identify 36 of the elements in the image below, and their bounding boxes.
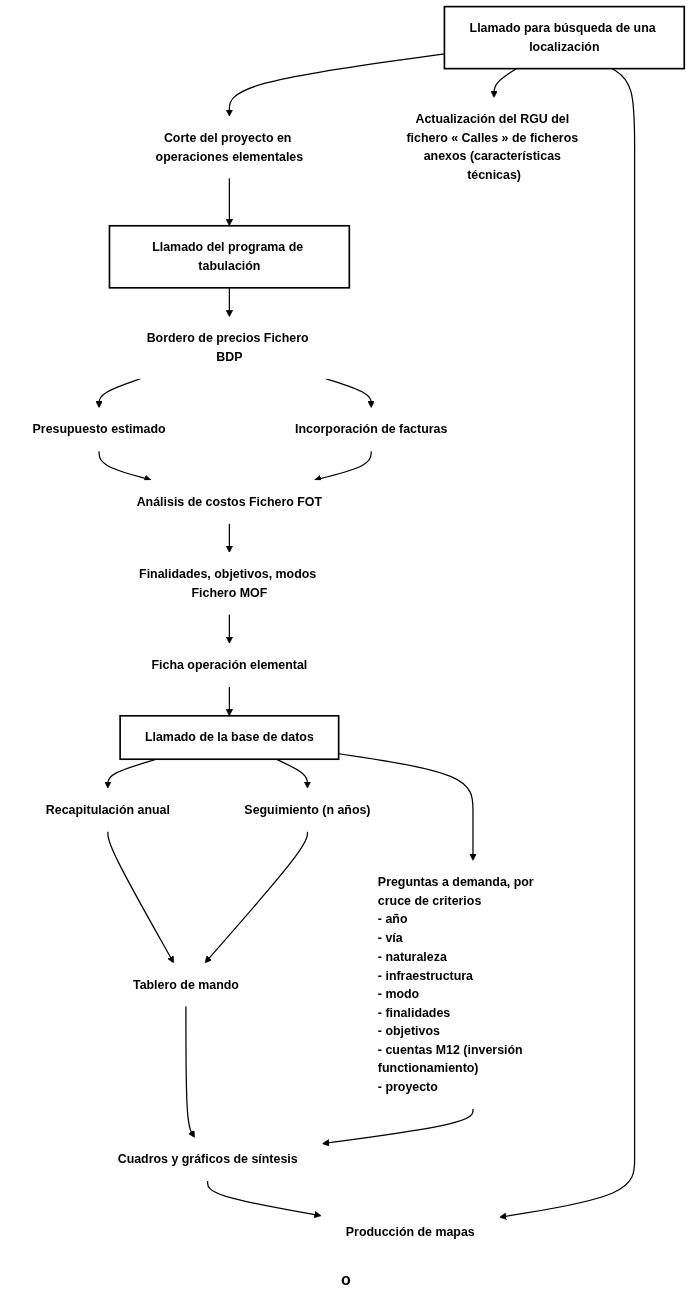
node-text: Ficha operación elemental (151, 657, 308, 672)
arrow (207, 1180, 322, 1219)
node-box: Llamado del programa de tabulación (108, 224, 351, 289)
node-text: Preguntas a demanda, por cruce de criterios - año - vía - naturaleza - infraestructura - modo - finalidades - objetivos - cuentas M12 (inversión functionamiento) - proyecto (377, 874, 534, 1094)
node-text: Actualización del RGU del fichero « Calles » de ficheros anexos (características técnicas) (406, 111, 579, 182)
node-text: Tablero de mando (132, 976, 239, 991)
node-text: Corte del proyecto en operaciones elementales (155, 130, 304, 163)
arrow (225, 686, 233, 717)
node-text: Bordero de precios Fichero BDP (146, 330, 309, 364)
arrow (225, 287, 233, 318)
node-text: Finalidades, objetivos, modos Fichero MOF (139, 566, 317, 600)
arrow (314, 450, 372, 482)
connective-word: o (341, 1271, 351, 1288)
arrow (275, 758, 312, 789)
node-text: Incorporación de facturas (295, 421, 448, 436)
arrow (225, 522, 233, 553)
node-text: Seguimiento (n años) (244, 802, 371, 817)
node-box: Llamado para búsqueda de una localización (443, 5, 686, 70)
arrow (204, 830, 309, 964)
arrow (225, 613, 233, 644)
arrow (185, 1005, 195, 1138)
node-text: Presupuesto estimado (32, 421, 166, 436)
node-text: Recapitulación anual (45, 802, 170, 817)
arrow (499, 68, 636, 1220)
node-box: Llamado de la base de datos (119, 715, 340, 761)
arrow (338, 753, 477, 861)
arrow (98, 450, 152, 482)
node-text: Cuadros y gráficos de síntesis (117, 1151, 298, 1166)
arrow (107, 830, 175, 964)
node-text: Análisis de costos Fichero FOT (136, 494, 323, 509)
node-text: Producción de mapas (345, 1224, 475, 1239)
arrow (490, 68, 518, 98)
arrow (95, 378, 142, 409)
arrow (322, 1108, 474, 1147)
arrow (325, 378, 375, 409)
arrow (225, 177, 233, 227)
